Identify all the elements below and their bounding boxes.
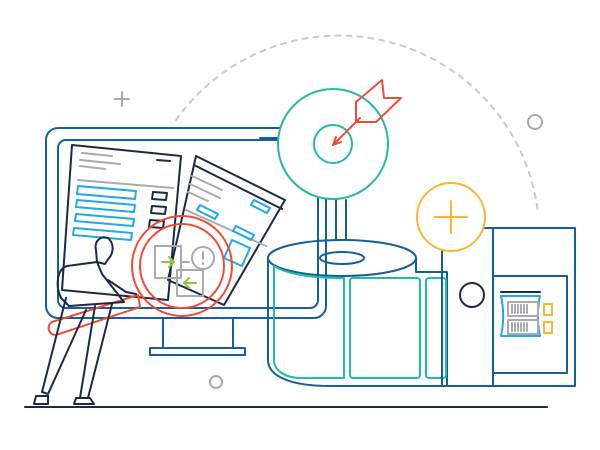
printer-icon (441, 227, 576, 387)
plus-decor-icon (114, 91, 130, 107)
document-icon (167, 155, 286, 306)
dashed-arc (175, 34, 539, 215)
connector (259, 127, 347, 241)
person-icon (33, 236, 137, 405)
arrow-left-icon (183, 277, 197, 289)
arrow-icon (332, 79, 402, 146)
circle-decor-icon (527, 114, 543, 130)
label-roll-icon (267, 239, 448, 387)
workflow-icon (154, 245, 204, 297)
document-icon (61, 144, 182, 301)
plus-circle-icon (416, 182, 486, 252)
alert-icon (191, 246, 215, 270)
arrow-right-icon (161, 256, 175, 268)
circle-decor-icon (209, 375, 223, 389)
